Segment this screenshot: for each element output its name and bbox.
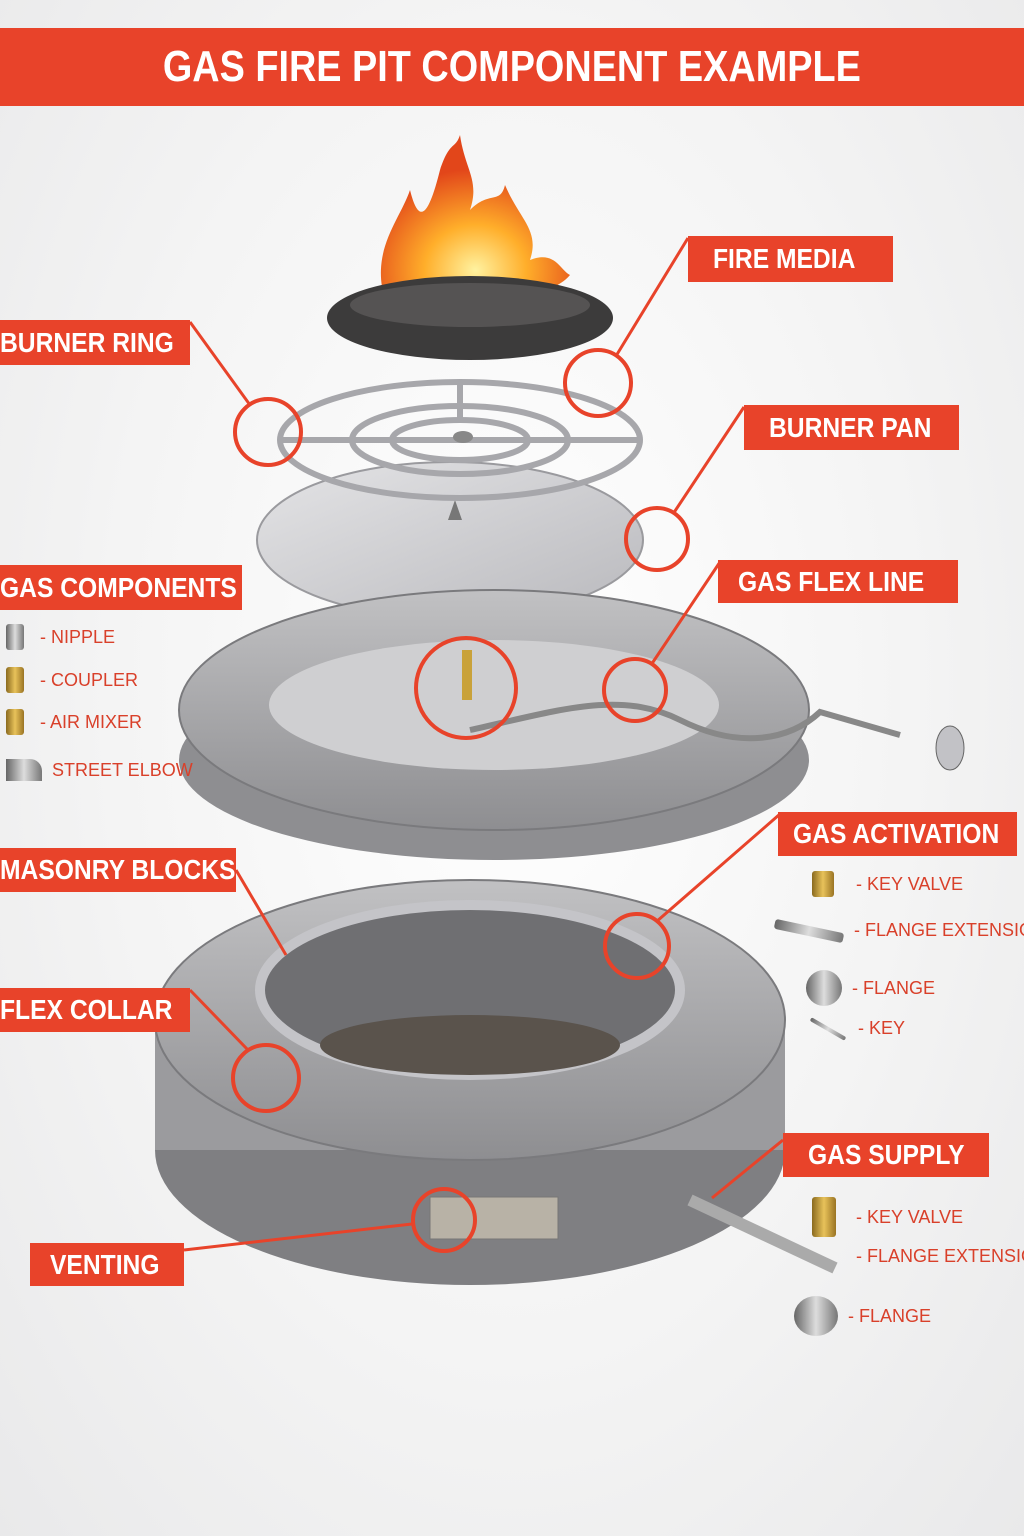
coupler-icon [6,667,24,693]
nipple-fitting [462,650,472,700]
label-gas-supply: GAS SUPPLY [783,1133,989,1177]
gas-activation-flange-extension: - FLANGE EXTENSION [773,918,1024,943]
nipple-icon [6,624,24,650]
gas-activation-flange: - FLANGE [806,970,935,1006]
flange-icon [794,1296,838,1336]
burner-ring [277,379,643,501]
label-fire-media: FIRE MEDIA [688,236,893,282]
item-label: - NIPPLE [40,626,116,647]
label-burner-pan: BURNER PAN [744,405,959,450]
label-text: GAS FLEX LINE [738,565,925,597]
label-gas-flex-line: GAS FLEX LINE [718,560,958,603]
title-bar: GAS FIRE PIT COMPONENT EXAMPLE [0,28,1024,106]
gas-activation-key-valve: - KEY VALVE [812,871,963,897]
item-label: - FLANGE EXTENSION [856,1246,1024,1266]
flange [935,725,965,771]
label-text: BURNER PAN [769,411,932,443]
item-label: - KEY VALVE [856,873,964,894]
air-mixer-icon [6,709,24,735]
label-flex-collar: FLEX COLLAR [0,988,190,1032]
street-elbow-icon [6,759,42,781]
label-text: MASONRY BLOCKS [0,854,236,885]
label-text: FLEX COLLAR [0,994,173,1025]
label-text: BURNER RING [0,326,174,358]
page-title: GAS FIRE PIT COMPONENT EXAMPLE [163,42,861,91]
flange-icon [806,970,842,1006]
label-gas-activation: GAS ACTIVATION [778,812,1017,856]
gas-supply-pipe [687,1194,838,1274]
label-text: GAS COMPONENTS [0,571,237,603]
label-text: FIRE MEDIA [713,243,856,274]
gas-component-air-mixer: - AIR MIXER [6,709,142,735]
gas-activation-key: - KEY [808,1016,906,1041]
item-label: - KEY [858,1018,906,1038]
label-gas-components: GAS COMPONENTS [0,565,242,610]
label-text: VENTING [50,1248,160,1280]
gas-component-street-elbow: STREET ELBOW [6,759,193,781]
gas-supply-key-valve: - KEY VALVE [812,1197,963,1237]
key-valve-icon [812,871,834,897]
gas-component-nipple: - NIPPLE [6,624,115,650]
item-label: - COUPLER [40,669,139,690]
label-text: GAS SUPPLY [808,1139,965,1170]
item-label: STREET ELBOW [52,759,193,780]
gas-supply-flange-extension: - FLANGE EXTENSION [856,1246,1024,1267]
gas-supply-flange: - FLANGE [794,1296,931,1336]
key-icon [809,1016,847,1041]
vent [429,1196,559,1240]
item-label: - KEY VALVE [856,1206,964,1227]
item-label: - FLANGE [852,977,936,998]
label-text: GAS ACTIVATION [793,818,1000,849]
callout-circles [231,348,690,1253]
label-masonry-blocks: MASONRY BLOCKS [0,848,236,892]
key-valve-icon [812,1197,836,1237]
label-venting: VENTING [30,1243,184,1286]
item-label: - AIR MIXER [40,711,143,732]
flange-extension-icon [773,918,845,943]
flames [380,135,570,304]
flex-line [469,701,901,742]
label-burner-ring: BURNER RING [0,320,190,365]
item-label: - FLANGE [848,1305,932,1326]
gas-component-coupler: - COUPLER [6,667,138,693]
item-label: - FLANGE EXTENSION [854,920,1024,940]
